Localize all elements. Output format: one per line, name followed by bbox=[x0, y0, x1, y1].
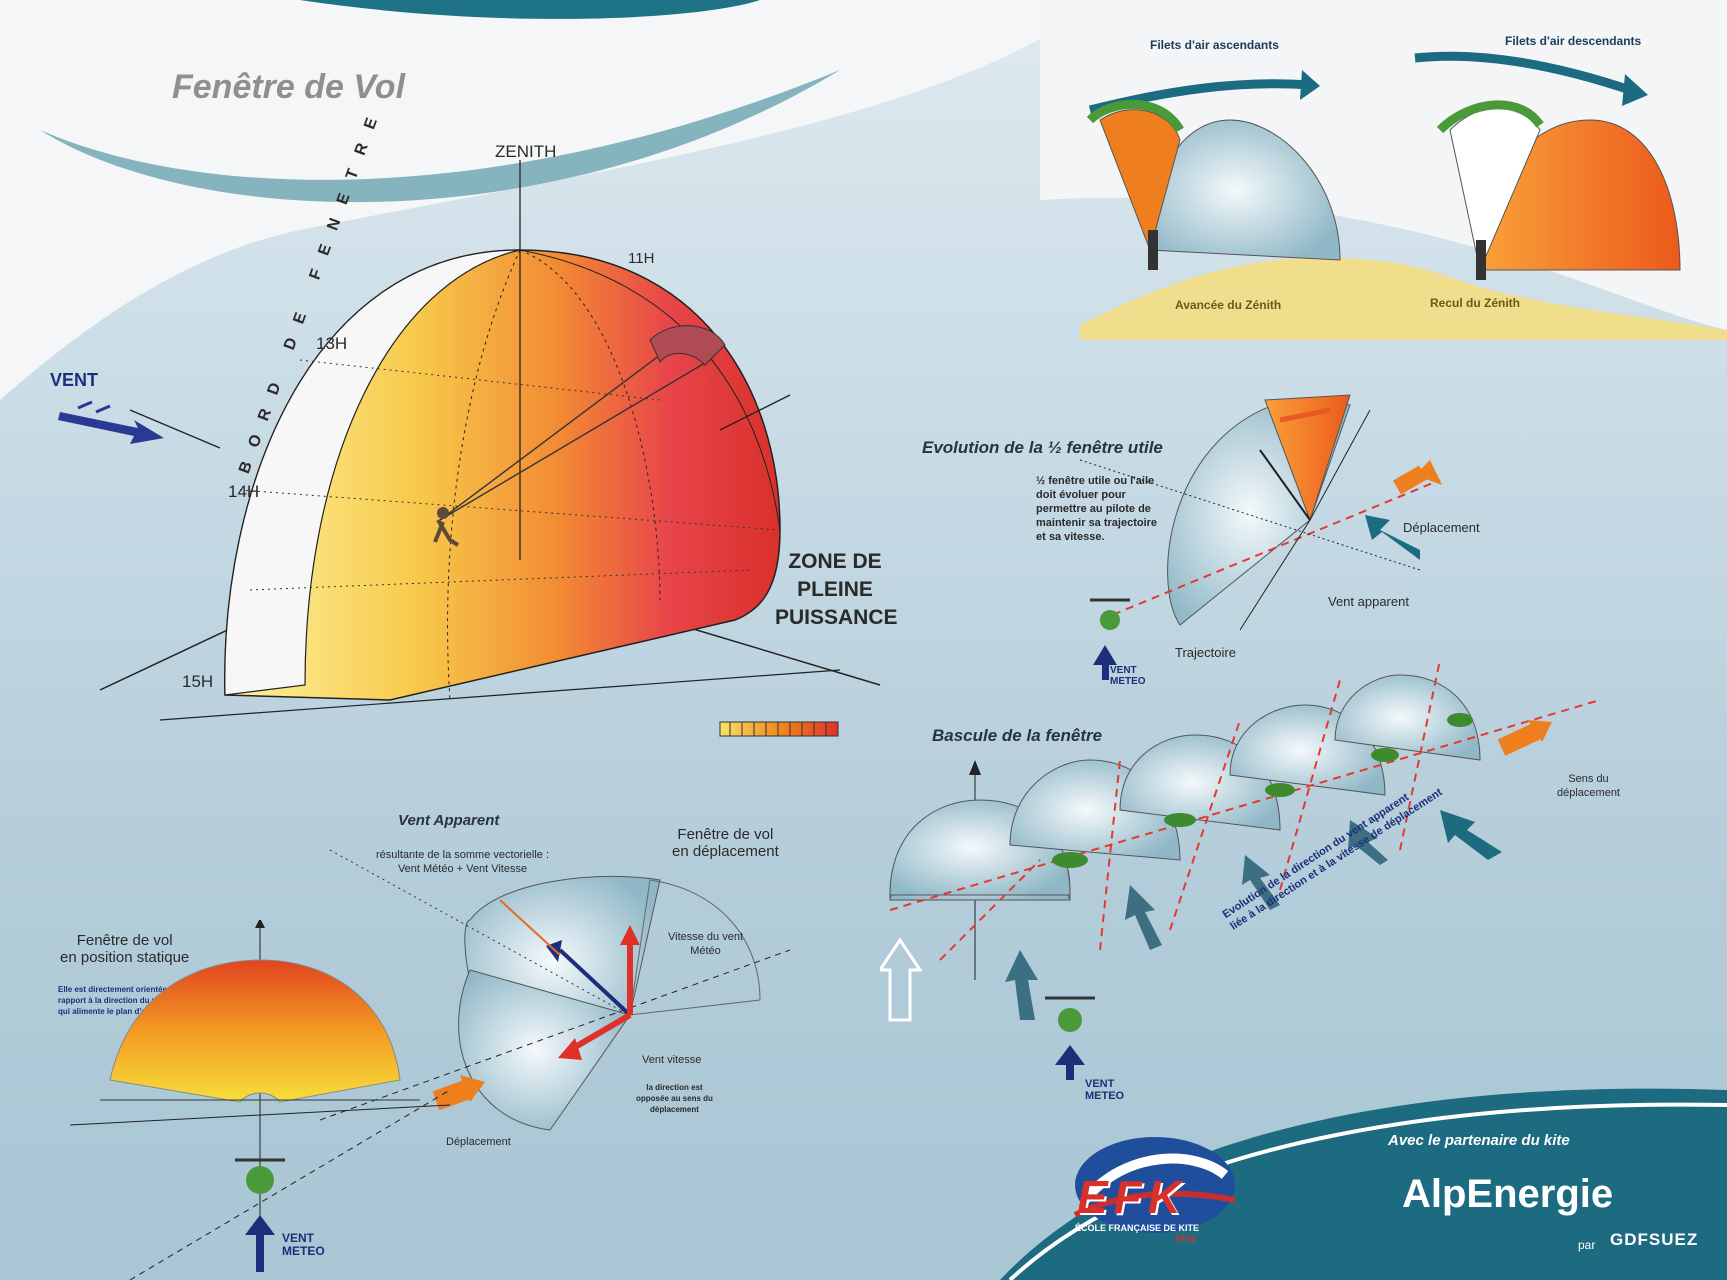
half-window-diagram bbox=[1079, 394, 1442, 680]
flight-window-dome bbox=[99, 160, 881, 721]
apparent-displacement-label: Déplacement bbox=[446, 1136, 511, 1148]
page-title: Fenêtre de Vol bbox=[172, 68, 406, 106]
hour-11-label: 11H bbox=[628, 250, 655, 267]
apparent-wind-diagram bbox=[320, 849, 790, 1131]
zenith-advance-label: Avancée du Zénith bbox=[1175, 298, 1282, 312]
zenith-recoil-label: Recul du Zénith bbox=[1430, 296, 1520, 310]
zenith-shift-diagram bbox=[1080, 51, 1727, 340]
vector-sum-note: résultante de la somme vectorielle :Vent… bbox=[376, 849, 550, 875]
speed-wind-label: Vent vitesse bbox=[642, 1054, 702, 1066]
par-label: par bbox=[1578, 1238, 1596, 1252]
hour-14-label: 14H bbox=[228, 482, 260, 501]
hour-13-label: 13H bbox=[316, 334, 348, 353]
trajectory-label: Trajectoire bbox=[1175, 645, 1236, 660]
efk-logo: EFK ÉCOLE FRANÇAISE DE KITE FFVL bbox=[1055, 1130, 1245, 1250]
wind-arrow-icon bbox=[58, 400, 164, 444]
apparent-wind-label: Vent apparent bbox=[1328, 594, 1409, 609]
alpenergie-logo: AlpEnergie bbox=[1402, 1172, 1614, 1216]
hour-15-label: 15H bbox=[182, 672, 214, 691]
static-window-diagram bbox=[70, 920, 450, 1280]
rising-air-label: Filets d'air ascendants bbox=[1150, 38, 1279, 52]
falling-air-label: Filets d'air descendants bbox=[1505, 34, 1642, 48]
window-shift-diagram bbox=[880, 660, 1601, 1080]
gdf-suez-logo: GDFSUEZ bbox=[1610, 1230, 1699, 1249]
window-shift-title: Bascule de la fenêtre bbox=[932, 726, 1103, 745]
partner-label: Avec le partenaire du kite bbox=[1388, 1132, 1570, 1149]
wind-label: VENT bbox=[50, 370, 99, 390]
power-color-scale bbox=[719, 721, 839, 737]
half-window-displacement-label: Déplacement bbox=[1403, 520, 1480, 535]
zenith-label: ZENITH bbox=[495, 142, 557, 161]
apparent-wind-title: Vent Apparent bbox=[398, 812, 500, 829]
half-window-title: Evolution de la ½ fenêtre utile bbox=[922, 438, 1163, 457]
power-zone-label: ZONE DE PLEINE PUISSANCE bbox=[775, 550, 898, 629]
